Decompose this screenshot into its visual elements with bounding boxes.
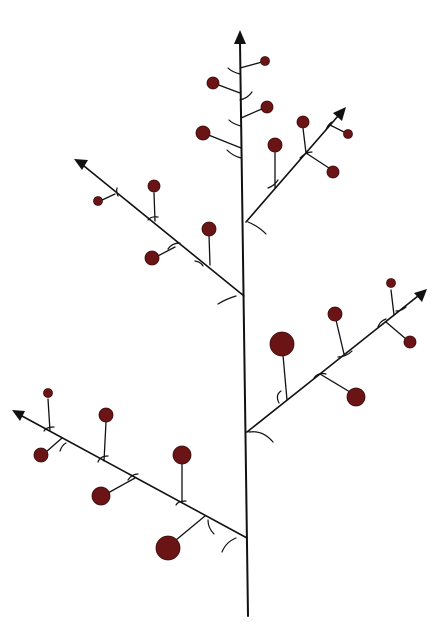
fruit	[99, 408, 113, 422]
bract	[208, 520, 214, 534]
fruit	[261, 101, 273, 113]
main-axis-top-fruits	[196, 57, 273, 159]
upper-right-branch	[246, 107, 353, 234]
fruit	[297, 116, 309, 128]
bract	[229, 120, 241, 126]
upper-left-branch	[74, 159, 244, 304]
fruit	[173, 446, 191, 464]
fruit	[347, 388, 365, 406]
bract	[248, 222, 266, 234]
bract	[60, 443, 66, 451]
fruit	[145, 251, 159, 265]
fruit	[261, 57, 270, 66]
fruit	[92, 487, 110, 505]
bract	[249, 432, 273, 442]
lower-left-branch-arrowhead	[12, 410, 25, 421]
fruit	[44, 389, 53, 398]
bract	[117, 188, 118, 196]
fruit	[34, 448, 48, 462]
main-axis-arrowhead	[234, 30, 246, 44]
fruit	[270, 332, 294, 356]
fruit	[94, 197, 103, 206]
fruit	[327, 166, 339, 178]
fruit	[148, 180, 160, 192]
middle-right-branch	[247, 279, 427, 443]
middle-right-branch-arrowhead	[414, 289, 427, 302]
fruit	[202, 222, 216, 236]
bract	[227, 150, 241, 158]
fruit	[156, 536, 180, 560]
bract	[222, 538, 236, 552]
fruit	[207, 77, 219, 89]
bract	[218, 296, 236, 304]
lower-left-branch	[12, 389, 247, 561]
fruit	[387, 279, 396, 288]
fruit	[268, 138, 282, 152]
fruit	[344, 130, 353, 139]
bract	[277, 391, 281, 403]
bract	[240, 92, 252, 100]
bract	[228, 68, 240, 74]
fruit	[196, 126, 210, 140]
fruit	[404, 336, 416, 348]
fruit	[328, 307, 342, 321]
